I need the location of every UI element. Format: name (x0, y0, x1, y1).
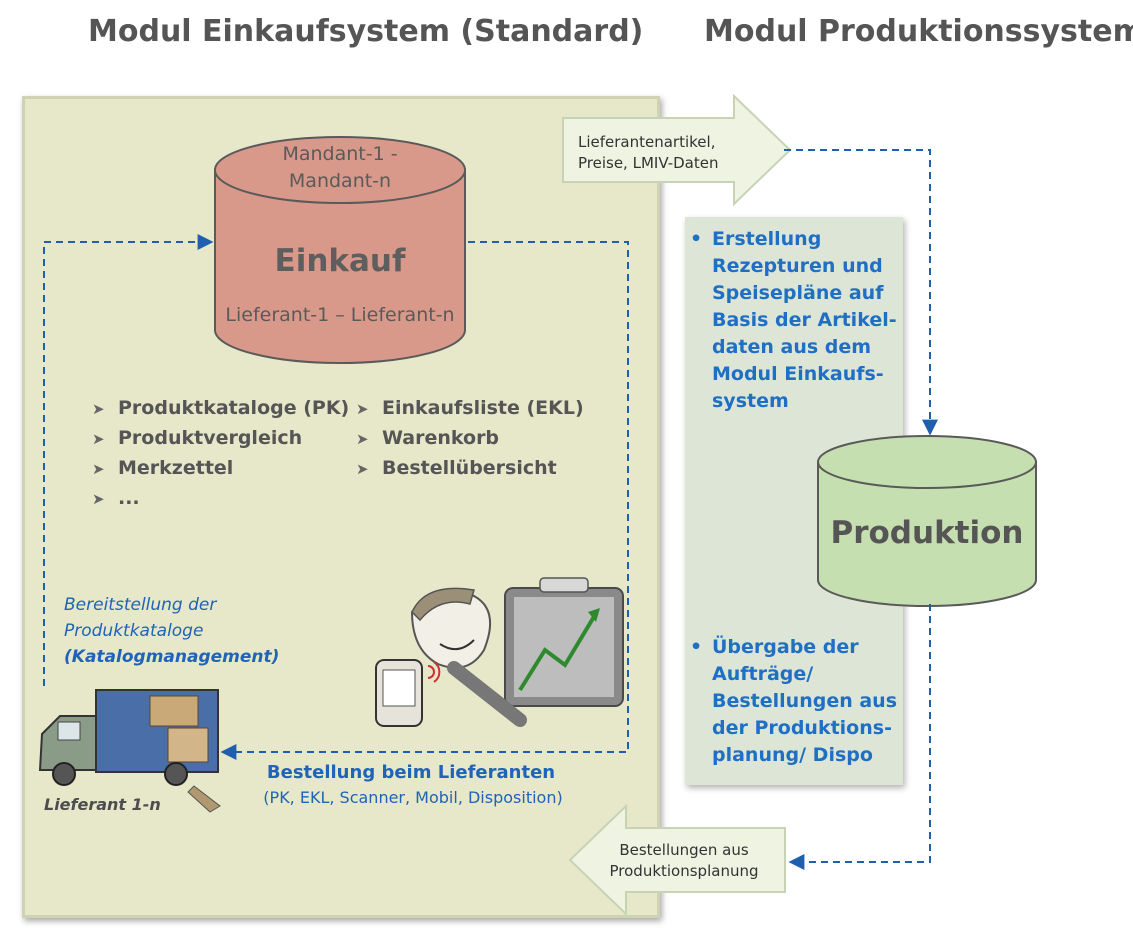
feature-list-right: ➤ Einkaufsliste (EKL) ➤ Warenkorb ➤ Bestell… (356, 393, 584, 483)
list-item-label: Bestellübersicht (382, 457, 557, 479)
list-item: ➤... (92, 483, 349, 513)
katalog-description: Bereitstellung der Produktkataloge (Kata… (64, 592, 279, 670)
bestellung-subtitle: (PK, EKL, Scanner, Mobil, Disposition) (263, 788, 563, 807)
katalog-line2: Produktkataloge (64, 621, 204, 641)
arrow-out-line2: Produktionsplanung (609, 862, 759, 880)
list-item: ➤ Bestellübersicht (356, 453, 584, 483)
mandant-range: Mandant-1 - Mandant-n (235, 141, 445, 195)
arrow-bullet-icon: ➤ (356, 430, 369, 448)
list-item: ➤ Merkzettel (92, 453, 349, 483)
arrow-bullet-icon: ➤ (92, 460, 105, 478)
arrow-in-line1: Lieferantenartikel, (578, 133, 716, 151)
einkauf-cylinder (214, 136, 466, 364)
bullet-dot-icon: • (690, 228, 703, 250)
arrow-bullet-icon: ➤ (356, 460, 369, 478)
heading-einkaufsystem: Modul Einkaufsystem (Standard) (88, 14, 644, 49)
lieferant-caption: Lieferant 1-n (44, 795, 161, 814)
mandant-line2: Mandant-n (288, 170, 392, 192)
arrow-bullet-icon: ➤ (92, 400, 105, 418)
list-item-label: Merkzettel (118, 457, 234, 479)
list-item-label: ... (118, 487, 140, 509)
bullet-rezepturen-text: Erstellung Rezepturen und Speisepläne au… (712, 228, 897, 412)
list-item: ➤ Einkaufsliste (EKL) (356, 393, 584, 423)
list-item-label: Warenkorb (382, 427, 500, 449)
list-item: ➤ Produktvergleich (92, 423, 349, 453)
list-item: ➤ Warenkorb (356, 423, 584, 453)
arrow-bullet-icon: ➤ (356, 400, 369, 418)
produktion-cylinder (817, 435, 1037, 607)
list-item-label: Einkaufsliste (EKL) (382, 397, 584, 419)
bullet-dot-icon: • (690, 636, 703, 658)
produktion-title: Produktion (830, 515, 1024, 551)
katalog-line1: Bereitstellung der (64, 595, 217, 615)
bullet-uebergabe: • Übergabe der Aufträge/ Bestellungen au… (690, 634, 900, 774)
arrow-in-line2: Preise, LMIV-Daten (578, 154, 719, 172)
bullet-rezepturen: • Erstellung Rezepturen und Speisepläne … (690, 226, 900, 416)
arrow-out-label: Bestellungen aus Produktionsplanung (594, 840, 774, 882)
einkauf-title: Einkauf (274, 243, 406, 279)
dashed-connectors (43, 149, 938, 870)
bestellung-title: Bestellung beim Lieferanten (266, 762, 556, 783)
mandant-line1: Mandant-1 - (282, 143, 398, 165)
list-item-label: Produktkataloge (PK) (118, 397, 350, 419)
arrow-bullet-icon: ➤ (92, 490, 105, 508)
bullet-uebergabe-text: Übergabe der Aufträge/ Bestellungen aus … (712, 636, 898, 766)
list-item-label: Produktvergleich (118, 427, 303, 449)
truck-illustration (38, 689, 221, 813)
feature-list-left: ➤Produktkataloge (PK) ➤Produktvergleich … (92, 393, 349, 513)
lieferant-range: Lieferant-1 – Lieferant-n (225, 304, 455, 326)
arrow-bullet-icon: ➤ (92, 430, 105, 448)
person-illustration (375, 577, 624, 727)
arrow-out-line1: Bestellungen aus (619, 841, 749, 859)
arrow-in-label: Lieferantenartikel, Preise, LMIV-Daten (578, 132, 760, 174)
arrow-out-shape (568, 803, 786, 917)
katalog-line3: (Katalogmanagement) (64, 647, 280, 667)
heading-produktionssystem: Modul Produktionssystem (704, 14, 1133, 49)
arrow-in-shape (562, 93, 792, 207)
list-item: ➤ Produktkataloge (PK) (92, 393, 349, 423)
